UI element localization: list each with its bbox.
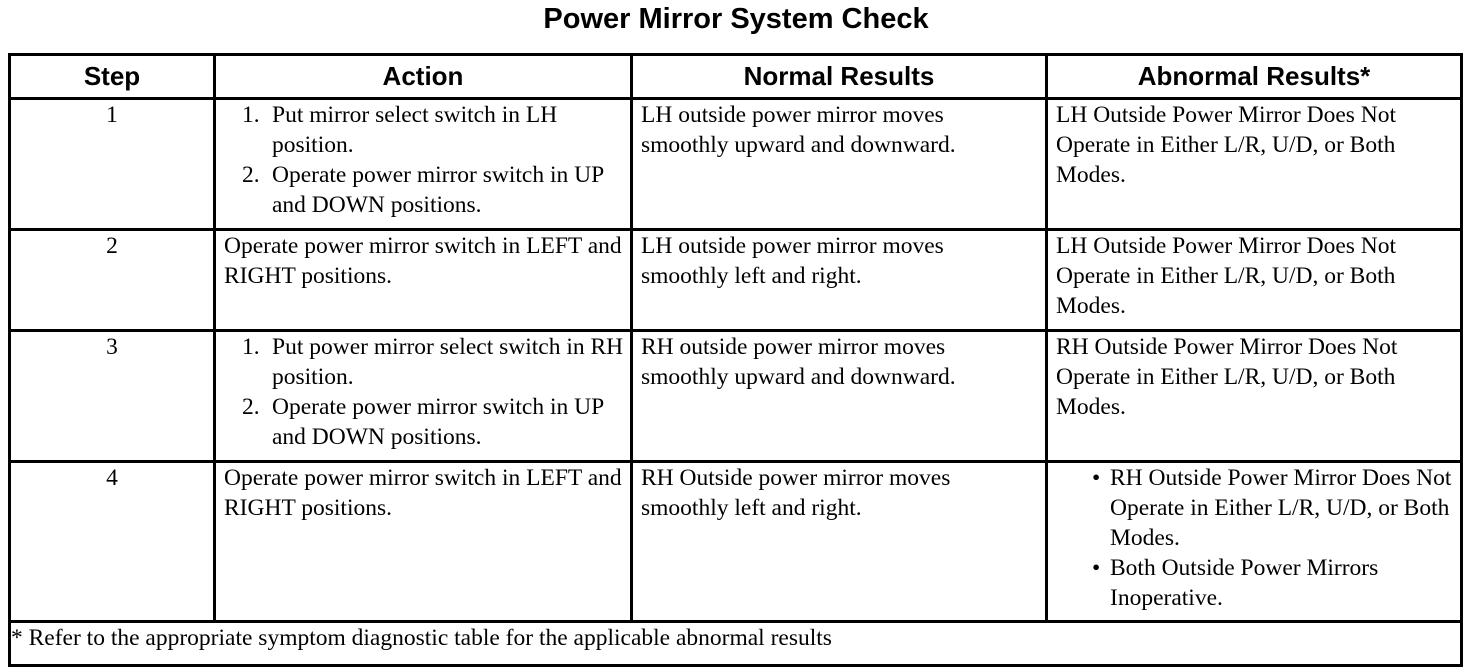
- table-row: 4 Operate power mirror switch in LEFT an…: [8, 460, 1463, 623]
- action-step-list: Put power mirror select switch in RH pos…: [216, 332, 630, 452]
- normal-result: RH Outside power mirror moves smoothly l…: [641, 465, 951, 521]
- action-text: Operate power mirror switch in LEFT and …: [224, 233, 622, 289]
- header-normal-results: Normal Results: [630, 53, 1048, 100]
- abnormal-result: LH Outside Power Mirror Does Not Operate…: [1056, 102, 1397, 188]
- step-number: 3: [8, 329, 216, 463]
- abnormal-result-cell: LH Outside Power Mirror Does Not Operate…: [1045, 228, 1463, 332]
- abnormal-result-list: RH Outside Power Mirror Does Not Operate…: [1048, 463, 1460, 613]
- action-cell: Operate power mirror switch in LEFT and …: [213, 460, 633, 623]
- action-step-list: Put mirror select switch in LH position.…: [216, 100, 630, 220]
- header-abnormal-results: Abnormal Results*: [1045, 53, 1463, 100]
- table-row: 1 Put mirror select switch in LH positio…: [8, 97, 1463, 231]
- footnote-row: * Refer to the appropriate symptom diagn…: [8, 620, 1463, 667]
- power-mirror-check-table: Step Action Normal Results Abnormal Resu…: [8, 53, 1463, 667]
- normal-result-cell: LH outside power mirror moves smoothly l…: [630, 228, 1048, 332]
- action-step: Operate power mirror switch in UP and DO…: [242, 392, 604, 450]
- action-step: Operate power mirror switch in UP and DO…: [242, 160, 604, 218]
- normal-result-cell: RH outside power mirror moves smoothly u…: [630, 329, 1048, 463]
- page-title: Power Mirror System Check: [543, 3, 929, 35]
- action-step: Put power mirror select switch in RH pos…: [242, 332, 624, 390]
- normal-result: LH outside power mirror moves smoothly u…: [641, 102, 956, 158]
- action-step: Put mirror select switch in LH position.: [242, 100, 558, 158]
- action-cell: Put power mirror select switch in RH pos…: [213, 329, 633, 463]
- abnormal-result-item: RH Outside Power Mirror Does Not Operate…: [1092, 463, 1460, 553]
- step-number: 4: [8, 460, 216, 623]
- header-step: Step: [8, 53, 216, 100]
- abnormal-result-item: Both Outside Power Mirrors Inoperative.: [1092, 553, 1460, 613]
- abnormal-result-cell: LH Outside Power Mirror Does Not Operate…: [1045, 97, 1463, 231]
- header-action: Action: [213, 53, 633, 100]
- header-row: Step Action Normal Results Abnormal Resu…: [8, 53, 1463, 100]
- normal-result: LH outside power mirror moves smoothly l…: [641, 233, 944, 289]
- abnormal-result: RH Outside Power Mirror Does Not Operate…: [1056, 334, 1398, 420]
- action-text: Operate power mirror switch in LEFT and …: [224, 465, 622, 521]
- action-cell: Put mirror select switch in LH position.…: [213, 97, 633, 231]
- step-number: 2: [8, 228, 216, 332]
- abnormal-result-cell: RH Outside Power Mirror Does Not Operate…: [1045, 329, 1463, 463]
- normal-result: RH outside power mirror moves smoothly u…: [641, 334, 956, 390]
- abnormal-result: LH Outside Power Mirror Does Not Operate…: [1056, 233, 1397, 319]
- normal-result-cell: RH Outside power mirror moves smoothly l…: [630, 460, 1048, 623]
- abnormal-result-cell: RH Outside Power Mirror Does Not Operate…: [1045, 460, 1463, 623]
- normal-result-cell: LH outside power mirror moves smoothly u…: [630, 97, 1048, 231]
- table-row: 2 Operate power mirror switch in LEFT an…: [8, 228, 1463, 332]
- footnote: * Refer to the appropriate symptom diagn…: [8, 620, 1463, 667]
- action-cell: Operate power mirror switch in LEFT and …: [213, 228, 633, 332]
- step-number: 1: [8, 97, 216, 231]
- table-row: 3 Put power mirror select switch in RH p…: [8, 329, 1463, 463]
